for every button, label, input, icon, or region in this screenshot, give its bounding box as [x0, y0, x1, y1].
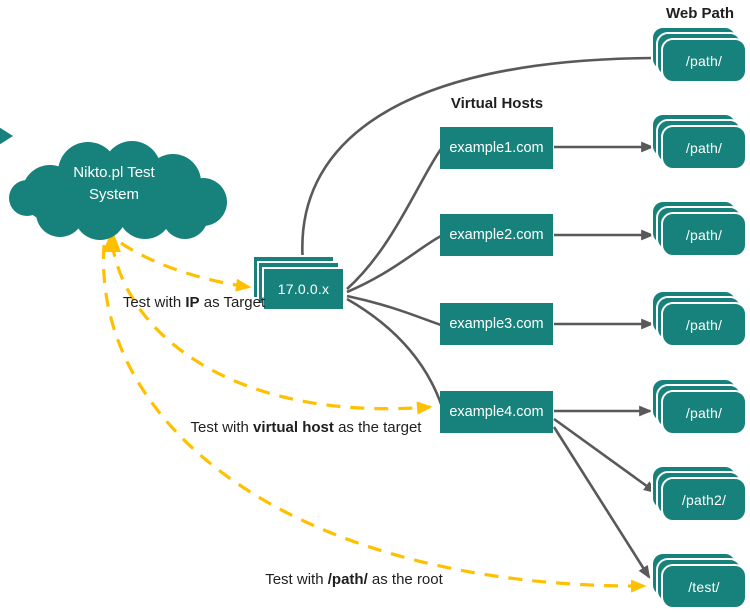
webpath-label: /path2/ [681, 491, 727, 508]
webpath-stack-2: /path/ [651, 200, 747, 257]
webpath-stack-4: /path/ [651, 378, 747, 435]
caption-text: as the root [367, 571, 443, 588]
vhost-example2: example2.com [440, 214, 553, 256]
caption-text: as the target [333, 419, 422, 436]
stack-front-layer: /path2/ [661, 477, 747, 522]
caption-bold: virtual host [253, 419, 334, 436]
vhost-example3: example3.com [440, 303, 553, 345]
webpath-label: /path/ [685, 52, 723, 69]
stack-front-layer: /test/ [661, 564, 747, 609]
webpath-stack-0: /path/ [651, 26, 747, 83]
stack-front-layer: /path/ [661, 38, 747, 83]
caption-bold: /path/ [327, 571, 368, 588]
vhost-label: example1.com [449, 140, 544, 156]
caption-text: Test with [265, 571, 328, 588]
connector-ip-to-example3 [346, 294, 442, 327]
cloud-label-line2: System [88, 185, 139, 203]
ip-stack-label: 17.0.0.x [277, 281, 330, 297]
heading-virtual-hosts: Virtual Hosts [450, 95, 544, 112]
connector-ip-to-example1 [346, 148, 443, 290]
stack-front-layer: /path/ [661, 390, 747, 435]
webpath-stack-1: /path/ [651, 113, 747, 170]
caption-bold: IP [185, 294, 200, 311]
dashed-cloud-to-ip [120, 241, 252, 292]
connector-ip-to-webpath-top [301, 56, 654, 264]
connector-example4-to-path2 [553, 417, 657, 494]
webpath-stack-path2: /path2/ [651, 465, 747, 522]
cloud-shape [0, 127, 227, 240]
vhost-label: example2.com [449, 227, 544, 243]
heading-web-path: Web Path [665, 5, 735, 22]
connector-ip-to-example2 [346, 234, 442, 294]
stack-front-layer: /path/ [661, 125, 747, 170]
webpath-label: /path/ [685, 316, 723, 333]
gray-connectors [301, 56, 657, 579]
caption-text: as Target [199, 294, 266, 311]
stack-front-layer: /path/ [661, 302, 747, 347]
caption-test-with-path: Test with /path/ as the root [265, 571, 443, 588]
caption-test-with-vhost: Test with virtual host as the target [191, 419, 422, 436]
webpath-label: /test/ [688, 578, 720, 595]
ip-stack-node: 17.0.0.x [252, 255, 346, 311]
caption-text: Test with [122, 294, 186, 311]
caption-test-with-ip: Test with IP as Target [123, 294, 265, 311]
stack-front-layer: 17.0.0.x [262, 267, 345, 311]
cloud-label-line1: Nikto.pl Test [73, 164, 155, 181]
stack-front-layer: /path/ [661, 212, 747, 257]
webpath-label: /path/ [685, 139, 723, 156]
arrowhead-into-cloud [103, 229, 121, 252]
webpath-label: /path/ [685, 404, 723, 421]
yellow-dashed-connectors [101, 241, 647, 593]
cloud-node-label: Nikto.pl Test System [39, 162, 189, 206]
connector-example4-to-test [552, 426, 651, 579]
webpath-label: /path/ [685, 226, 723, 243]
vhost-example1: example1.com [440, 127, 553, 169]
vhost-example4: example4.com [440, 391, 553, 433]
vhost-label: example3.com [449, 316, 544, 332]
webpath-stack-test: /test/ [651, 552, 747, 609]
dashed-cloud-to-test [101, 244, 647, 593]
webpath-stack-3: /path/ [651, 290, 747, 347]
cloud-callout-corner [0, 127, 13, 145]
caption-text: Test with [190, 419, 254, 436]
dashed-cloud-to-example4 [110, 242, 433, 415]
vhost-label: example4.com [449, 404, 544, 420]
connector-ip-to-example4 [346, 297, 443, 405]
